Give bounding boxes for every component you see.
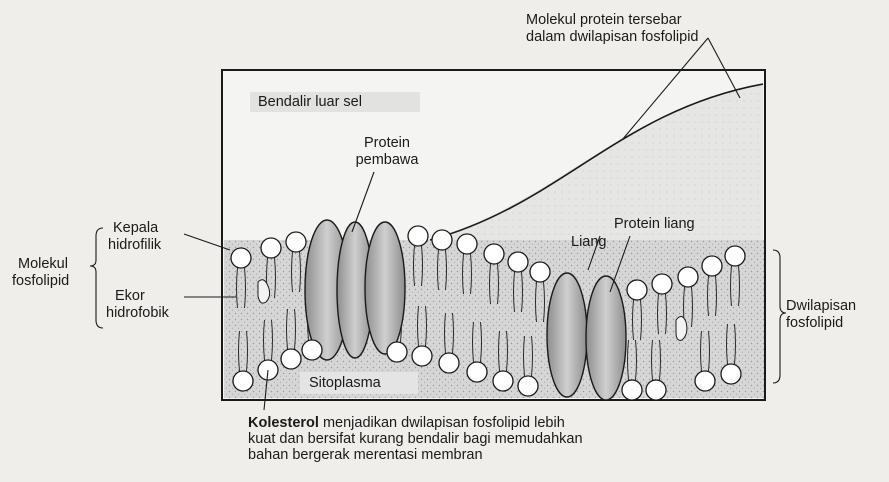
- phospholipid-head-top-10: [652, 274, 672, 294]
- phospholipid-head-top-0: [231, 248, 251, 268]
- phospholipid-head-bottom-3: [302, 340, 322, 360]
- bilayer-label-line2: fosfolipid: [786, 315, 843, 332]
- channel-label: Liang: [571, 234, 606, 251]
- phospholipid-head-top-4: [432, 230, 452, 250]
- protein-spread-label-line2: dalam dwilapisan fosfolipid: [526, 29, 699, 46]
- outer-fluid-label: Bendalir luar sel: [258, 94, 362, 111]
- phospholipid-head-bottom-12: [695, 371, 715, 391]
- phospholipid-head-bottom-2: [281, 349, 301, 369]
- caption-line1-rest: menjadikan dwilapisan fosfolipid lebih: [319, 415, 565, 431]
- caption-bold-term: Kolesterol: [248, 415, 319, 431]
- phospholipid-head-top-7: [508, 252, 528, 272]
- phospholipid-molecule-label-line1: Molekul: [18, 256, 68, 273]
- channel-protein-label: Protein liang: [614, 216, 695, 233]
- phospholipid-head-bottom-4: [387, 342, 407, 362]
- phospholipid-head-top-9: [627, 280, 647, 300]
- phospholipid-head-bottom-6: [439, 353, 459, 373]
- hydrophobic-tail-label-line1: Ekor: [115, 288, 145, 305]
- carrier-protein-label-line1: Protein: [347, 135, 427, 152]
- phospholipid-head-bottom-13: [721, 364, 741, 384]
- hydrophilic-head-label-line2: hidrofilik: [108, 237, 161, 254]
- caption-line1: Kolesterol menjadikan dwilapisan fosfoli…: [248, 415, 583, 431]
- phospholipid-head-top-13: [725, 246, 745, 266]
- cytoplasm-label: Sitoplasma: [309, 375, 381, 392]
- cholesterol-caption: Kolesterol menjadikan dwilapisan fosfoli…: [248, 415, 583, 463]
- phospholipid-head-bottom-10: [622, 380, 642, 400]
- carrier-protein-label-line2: pembawa: [347, 152, 427, 169]
- carrier-protein: [305, 220, 405, 360]
- bilayer-label-line1: Dwilapisan: [786, 298, 856, 315]
- phospholipid-head-top-11: [678, 267, 698, 287]
- phospholipid-head-top-3: [408, 226, 428, 246]
- phospholipid-head-top-5: [457, 234, 477, 254]
- phospholipid-head-top-12: [702, 256, 722, 276]
- phospholipid-head-bottom-7: [467, 362, 487, 382]
- phospholipid-molecule-label-line2: fosfolipid: [12, 273, 69, 290]
- phospholipid-head-bottom-5: [412, 346, 432, 366]
- hydrophilic-head-label-line1: Kepala: [113, 220, 158, 237]
- caption-line2: kuat dan bersifat kurang bendalir bagi m…: [248, 431, 583, 447]
- hydrophobic-tail-label-line2: hidrofobik: [106, 305, 169, 322]
- phospholipid-head-top-8: [530, 262, 550, 282]
- phospholipid-head-bottom-0: [233, 371, 253, 391]
- phospholipid-head-top-2: [286, 232, 306, 252]
- phospholipid-head-bottom-8: [493, 371, 513, 391]
- caption-line3: bahan bergerak merentasi membran: [248, 447, 583, 463]
- phospholipid-head-bottom-11: [646, 380, 666, 400]
- phospholipid-head-top-1: [261, 238, 281, 258]
- phospholipid-head-top-6: [484, 244, 504, 264]
- protein-spread-label-line1: Molekul protein tersebar: [526, 12, 682, 29]
- phospholipid-head-bottom-9: [518, 376, 538, 396]
